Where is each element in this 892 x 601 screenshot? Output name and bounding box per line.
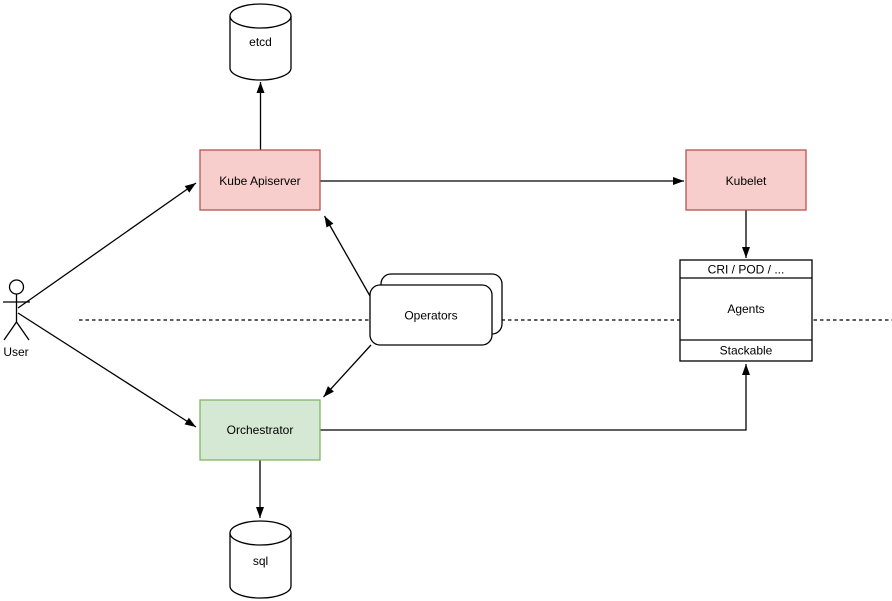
agent-stack-bottom-label: Stackable	[720, 344, 773, 358]
agent-stack-top-label: CRI / POD / ...	[708, 263, 785, 277]
node-operators: Operators	[369, 273, 503, 346]
orchestrator-label: Orchestrator	[227, 423, 294, 437]
node-orchestrator: Orchestrator	[199, 399, 321, 461]
actor-user: User	[3, 279, 30, 359]
node-agent-stack: CRI / POD / ... Agents Stackable	[679, 259, 813, 362]
actor-head	[8, 279, 25, 295]
sql-cylinder-top-arc	[229, 532, 292, 546]
actor-right-leg	[15, 321, 30, 341]
edge-operators-to-kube-apiserver	[323, 215, 371, 297]
edge-orchestrator-to-agent-node	[320, 364, 750, 431]
agent-stack-box	[679, 259, 813, 362]
agent-stack-middle-label: Agents	[727, 302, 764, 316]
node-kube-apiserver: Kube Apiserver	[199, 149, 321, 211]
actor-left-leg	[3, 321, 18, 341]
orchestrator-box	[199, 399, 321, 461]
etcd-label: etcd	[249, 35, 272, 49]
node-kubelet: Kubelet	[685, 149, 807, 211]
kubelet-label: Kubelet	[726, 174, 767, 188]
edge-user-to-orchestrator	[17, 312, 197, 428]
kubelet-box	[685, 149, 807, 211]
etcd-cylinder-top-arc	[229, 15, 292, 29]
kube-apiserver-label: Kube Apiserver	[219, 174, 300, 188]
operators-front-card	[369, 284, 493, 346]
edge-user-to-kube-apiserver	[17, 182, 197, 309]
sql-label: sql	[253, 554, 268, 568]
edge-operators-to-orchestrator	[323, 344, 372, 398]
operators-label: Operators	[404, 309, 457, 323]
node-sql: sql	[229, 520, 292, 599]
node-etcd: etcd	[229, 3, 292, 81]
actor-label: User	[3, 345, 28, 359]
kube-apiserver-box	[199, 149, 321, 211]
